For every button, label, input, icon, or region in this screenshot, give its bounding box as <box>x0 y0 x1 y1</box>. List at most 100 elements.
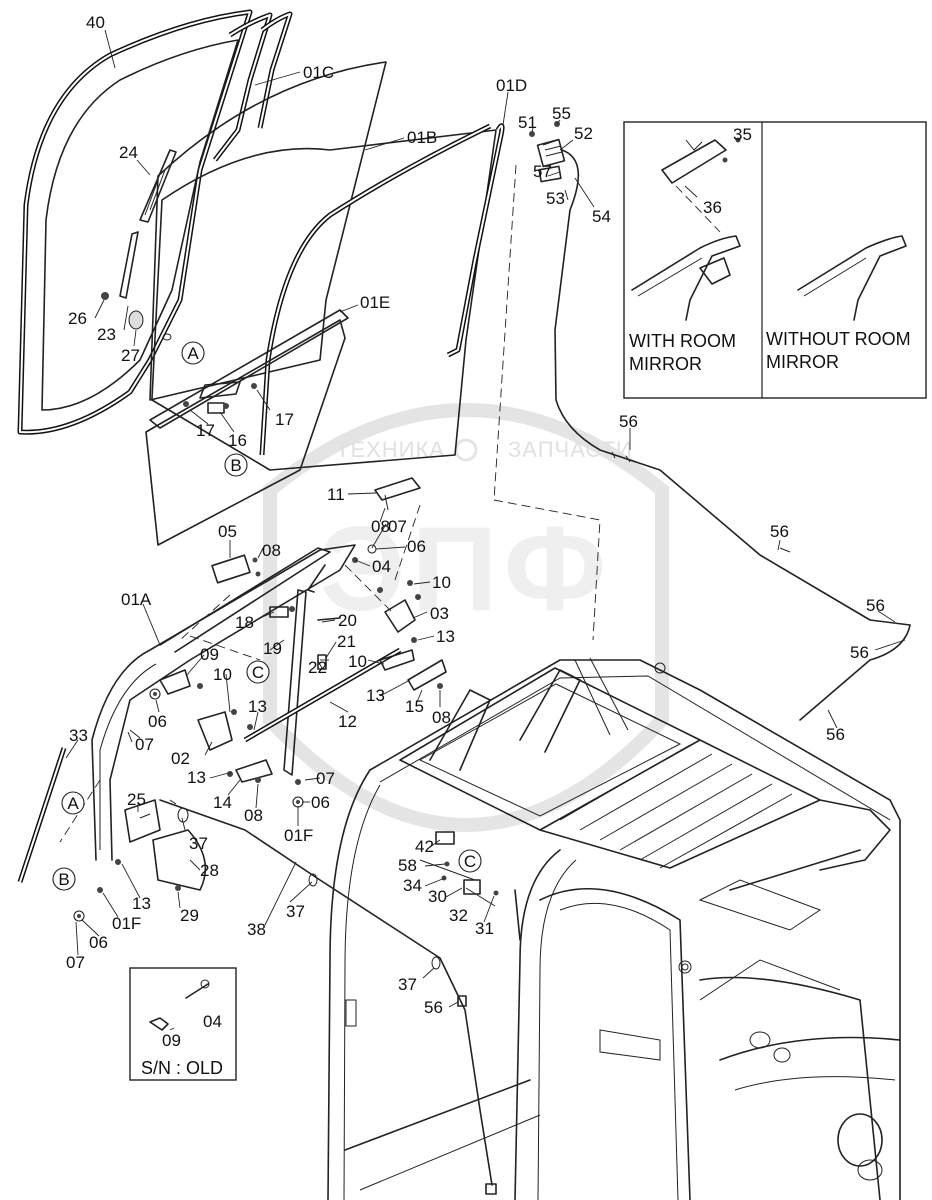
callout-07-left: 07 <box>135 735 154 754</box>
callout-16: 16 <box>228 431 247 450</box>
callout-old-04: 04 <box>203 1012 222 1031</box>
callout-58: 58 <box>398 856 417 875</box>
callout-29: 29 <box>180 906 199 925</box>
watermark-text-right: ЗАПЧАСТИ <box>508 437 633 462</box>
callout-01B: 01B <box>407 128 437 147</box>
part-callouts: 40 01C 01D 01B 51 55 52 57 53 54 24 01E … <box>66 13 885 1017</box>
callout-10-top: 10 <box>432 573 451 592</box>
callout-42: 42 <box>415 837 434 856</box>
front-glass-seals <box>17 9 505 546</box>
ref-b-top: B <box>230 456 241 475</box>
callout-27: 27 <box>121 346 140 365</box>
callout-17-right: 17 <box>275 410 294 429</box>
watermark-gear-icon <box>454 438 478 462</box>
callout-06-top: 06 <box>407 537 426 556</box>
callout-56-mid: 56 <box>770 522 789 541</box>
callout-56-top: 56 <box>619 412 638 431</box>
callout-31: 31 <box>475 919 494 938</box>
callout-56-lower: 56 <box>826 725 845 744</box>
old-caption: S/N : OLD <box>141 1058 223 1078</box>
ref-a-bottom: A <box>67 794 79 813</box>
callout-01F-left: 01F <box>112 914 141 933</box>
callout-06-left: 06 <box>148 712 167 731</box>
callout-08-right: 08 <box>432 708 451 727</box>
callout-14: 14 <box>213 793 232 812</box>
callout-06-door: 06 <box>89 933 108 952</box>
watermark-text-left: ТЕХНИКА <box>336 437 445 462</box>
callout-01A: 01A <box>121 590 152 609</box>
callout-53: 53 <box>546 189 565 208</box>
door-lock-assembly <box>17 747 497 1195</box>
without-room-mirror-line1: WITHOUT ROOM <box>766 329 911 349</box>
callout-23: 23 <box>97 325 116 344</box>
callout-11: 11 <box>327 485 345 504</box>
callout-13-top: 13 <box>436 627 455 646</box>
callout-57: 57 <box>533 162 552 181</box>
callout-07-door: 07 <box>66 953 85 972</box>
callout-25: 25 <box>127 790 146 809</box>
watermark: ТЕХНИКА ЗАПЧАСТИ ЭПФ <box>263 403 669 832</box>
callout-18: 18 <box>235 613 254 632</box>
callout-04: 04 <box>372 557 391 576</box>
callout-09: 09 <box>200 645 219 664</box>
callout-37-lower: 37 <box>398 975 417 994</box>
callout-51: 51 <box>518 113 537 132</box>
ref-b-bottom: B <box>58 870 69 889</box>
ref-c-left: C <box>252 663 264 682</box>
callout-13-left: 13 <box>248 697 267 716</box>
callout-54: 54 <box>592 207 611 226</box>
callout-03: 03 <box>430 604 449 623</box>
with-room-mirror-line1: WITH ROOM <box>629 331 736 351</box>
callout-13-mid: 13 <box>366 686 385 705</box>
callout-01E: 01E <box>360 293 390 312</box>
callout-37-mid: 37 <box>286 902 305 921</box>
callout-05: 05 <box>218 522 237 541</box>
callout-01C: 01C <box>303 63 334 82</box>
callout-56-far-right: 56 <box>850 643 869 662</box>
callout-07-top: 07 <box>388 517 407 536</box>
callout-13-lower: 13 <box>187 768 206 787</box>
callout-08-lower: 08 <box>244 806 263 825</box>
callout-17-left: 17 <box>196 421 215 440</box>
callout-10-mid: 10 <box>348 652 367 671</box>
callout-33: 33 <box>69 726 88 745</box>
callout-52: 52 <box>574 124 593 143</box>
callout-28: 28 <box>200 861 219 880</box>
room-mirror-option-box: WITH ROOM MIRROR WITHOUT ROOM MIRROR 35 … <box>623 121 927 399</box>
callout-06-right: 06 <box>311 793 330 812</box>
callout-56-right: 56 <box>866 596 885 615</box>
watermark-logo: ЭПФ <box>320 502 612 636</box>
callout-21: 21 <box>337 632 356 651</box>
callout-38: 38 <box>247 920 266 939</box>
ref-a-top: A <box>187 344 199 363</box>
callout-34: 34 <box>403 876 422 895</box>
callout-40: 40 <box>86 13 105 32</box>
without-room-mirror-line2: MIRROR <box>766 352 839 372</box>
with-room-mirror-line2: MIRROR <box>629 354 702 374</box>
callout-10-left: 10 <box>213 665 232 684</box>
callout-01F-right: 01F <box>284 826 313 845</box>
callout-22: 22 <box>308 658 327 677</box>
callout-26: 26 <box>68 309 87 328</box>
old-serial-box: 04 09 S/N : OLD <box>129 967 237 1081</box>
callout-15: 15 <box>405 697 424 716</box>
callout-55: 55 <box>552 104 571 123</box>
window-frame-assembly <box>59 164 601 861</box>
callout-36: 36 <box>703 198 722 217</box>
callout-12: 12 <box>338 712 357 731</box>
circled-references: A B C A B C <box>52 341 482 891</box>
callout-old-09: 09 <box>162 1031 181 1050</box>
callout-37-top: 37 <box>189 834 208 853</box>
callout-35: 35 <box>733 125 752 144</box>
callout-02: 02 <box>171 749 190 768</box>
cab-body <box>308 657 901 1200</box>
callout-08-left: 08 <box>262 541 281 560</box>
leader-lines <box>65 29 906 1008</box>
callout-08-top: 08 <box>371 517 390 536</box>
ref-c-right: C <box>464 852 476 871</box>
callout-07-right: 07 <box>316 769 335 788</box>
callout-32: 32 <box>449 906 468 925</box>
rear-mirror-harness <box>529 121 911 721</box>
callout-56-cab: 56 <box>424 998 443 1017</box>
